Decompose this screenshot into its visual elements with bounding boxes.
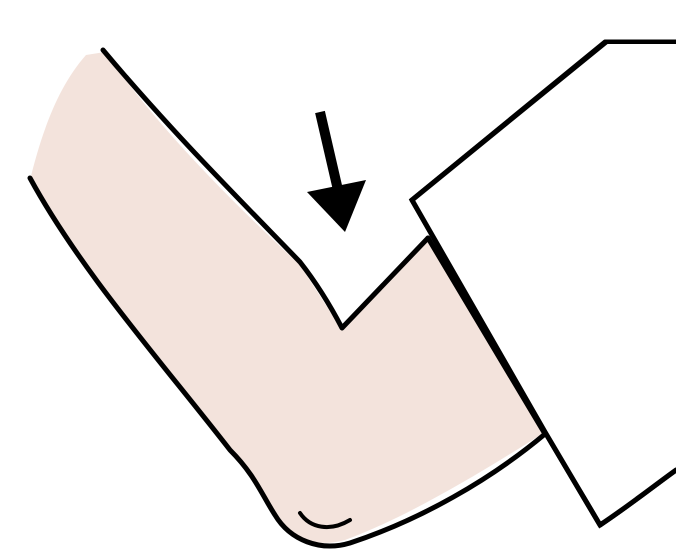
down-arrow-icon <box>307 112 366 232</box>
arrow-head <box>307 180 366 232</box>
arrow-shaft <box>320 112 338 190</box>
